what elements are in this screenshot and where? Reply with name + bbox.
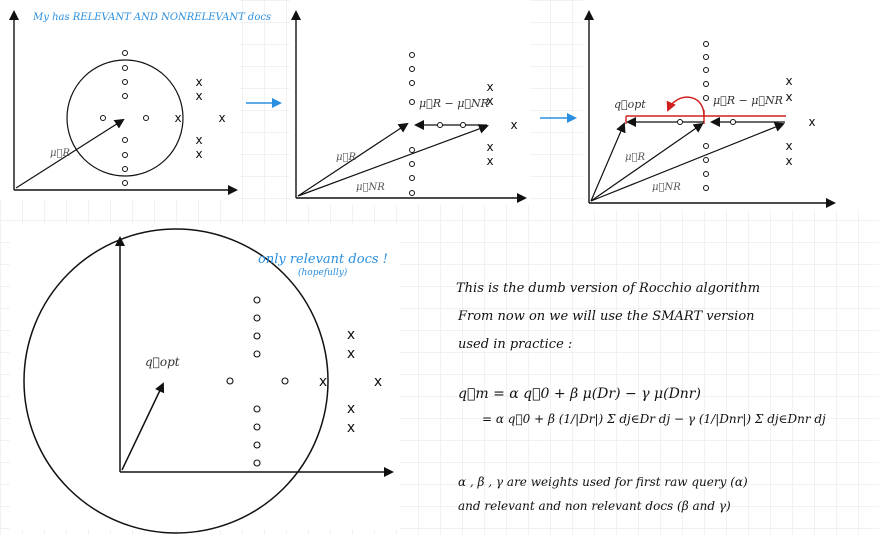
mu-r-label: μ⃗R [625, 152, 646, 163]
mu-r-label: μ⃗R [336, 152, 357, 163]
svg-text:x: x [195, 75, 202, 89]
mu-nr-label: μ⃗NR [356, 182, 385, 193]
panel4-note: only relevant docs ! [258, 252, 388, 267]
svg-text:x: x [195, 133, 202, 147]
relevant-circle [23, 228, 329, 534]
svg-text:x: x [785, 74, 792, 88]
svg-text:x: x [218, 111, 225, 125]
formula-line-1: q⃗m = α q⃗0 + β μ(Dr) − γ μ(Dnr) [458, 386, 701, 402]
svg-text:x: x [195, 89, 202, 103]
svg-text:x: x [347, 327, 355, 343]
relevant-docs [226, 296, 289, 467]
intro-line-1: This is the dumb version of Rocchio algo… [456, 281, 761, 296]
diff-label: μ⃗R − μ⃗NR [419, 97, 489, 110]
relevant-docs [409, 52, 415, 196]
mu-r-label: μ⃗R [50, 148, 71, 159]
q-opt-label: q⃗opt [614, 98, 646, 111]
diff-label: μ⃗R − μ⃗NR [713, 94, 783, 107]
mu-r-vector [15, 118, 125, 189]
panel-2: xx x xx μ⃗R − μ⃗NR μ⃗R μ⃗NR [290, 0, 530, 205]
weights-line-2: and relevant and non relevant docs (β an… [458, 499, 731, 513]
shift-arrow [666, 96, 705, 117]
intro-line-3: used in practice : [458, 337, 573, 352]
q-opt-vector [590, 122, 626, 202]
nonrelevant-docs: xx x xx [486, 80, 517, 168]
svg-text:x: x [486, 94, 493, 108]
svg-text:x: x [785, 139, 792, 153]
svg-text:x: x [785, 154, 792, 168]
weights-line-1: α , β , γ are weights used for first raw… [458, 475, 748, 489]
svg-text:x: x [319, 374, 327, 390]
svg-text:x: x [174, 111, 181, 125]
svg-text:x: x [785, 90, 792, 104]
mu-nr-label: μ⃗NR [652, 182, 681, 193]
formula-line-2: = α q⃗0 + β (1/|Dr|) Σ dj∈Dr dj − γ (1/|… [482, 412, 826, 426]
svg-text:x: x [195, 147, 202, 161]
panel-3: xx x xx q⃗opt μ⃗R − μ⃗NR μ⃗R μ⃗NR [583, 0, 879, 210]
mu-nr-vector [590, 122, 785, 202]
panel-1: My has RELEVANT AND NONRELEVANT docs xx … [0, 0, 271, 200]
mu-nr-vector [297, 124, 489, 197]
svg-text:x: x [347, 401, 355, 417]
panel4-note-sub: (hopefully) [298, 267, 348, 278]
relevant-docs [100, 50, 149, 186]
mu-r-vector [590, 122, 704, 202]
intro-line-2: From now on we will use the SMART versio… [458, 309, 755, 324]
nonrelevant-docs: xx x xx [785, 74, 815, 168]
svg-text:x: x [510, 118, 517, 132]
relevant-circle [66, 59, 184, 177]
relevant-docs [703, 41, 709, 191]
svg-text:x: x [347, 346, 355, 362]
mu-r-vector [297, 122, 409, 197]
svg-text:x: x [347, 420, 355, 436]
panel1-note: My has RELEVANT AND NONRELEVANT docs [32, 12, 271, 23]
svg-text:x: x [808, 115, 815, 129]
svg-text:x: x [486, 80, 493, 94]
q-opt-vector [121, 382, 165, 471]
svg-text:x: x [374, 374, 382, 390]
svg-text:x: x [486, 154, 493, 168]
svg-text:x: x [486, 140, 493, 154]
q-opt-label: q⃗opt [145, 355, 180, 369]
